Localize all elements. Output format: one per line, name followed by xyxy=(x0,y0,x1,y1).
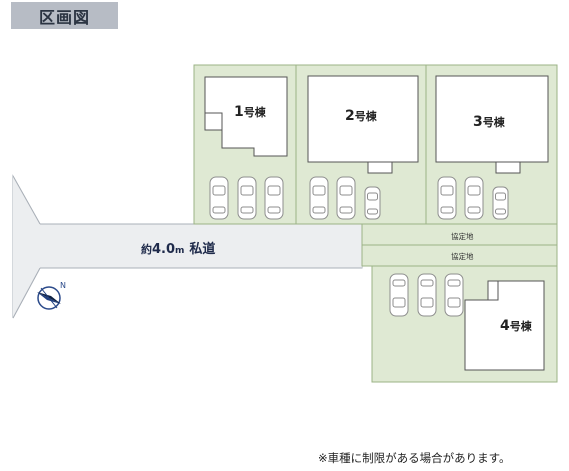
lot-3-label: 3号棟 xyxy=(473,114,505,130)
parking-space xyxy=(417,273,437,317)
building-2 xyxy=(307,75,419,163)
parking-space xyxy=(336,176,356,220)
north-arrow-icon xyxy=(37,286,61,310)
parking-space xyxy=(389,273,409,317)
easement-label: 協定地 xyxy=(451,232,474,241)
page-title: 区画図 xyxy=(11,2,118,29)
parking-space xyxy=(437,176,457,220)
parking-space xyxy=(364,186,381,220)
easement-label: 協定地 xyxy=(451,252,474,261)
compass-label: N xyxy=(60,281,66,290)
parking-space xyxy=(209,176,229,220)
road-edge xyxy=(13,176,362,318)
lot-2-label: 2号棟 xyxy=(345,108,377,124)
parking-space xyxy=(264,176,284,220)
lot-4-label: 4号棟 xyxy=(500,318,532,334)
building-3 xyxy=(435,75,549,163)
parking-space xyxy=(492,186,509,220)
parking-space xyxy=(237,176,257,220)
parking-space xyxy=(309,176,329,220)
parking-space xyxy=(464,176,484,220)
vehicle-restriction-note: ※車種に制限がある場合があります。 xyxy=(318,451,511,465)
lot-1-label: 1号棟 xyxy=(234,104,266,120)
parking-space xyxy=(444,273,464,317)
